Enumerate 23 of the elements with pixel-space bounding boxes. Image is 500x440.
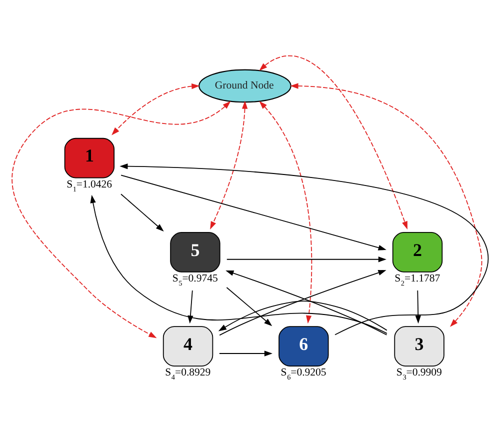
arrow — [259, 56, 408, 230]
arrow — [226, 256, 386, 262]
node-label: S$_{4}$=0.8929 — [165, 366, 211, 382]
arrow — [120, 174, 386, 250]
node-label: S$_{1}$=1.0426 — [66, 178, 112, 194]
arrow — [218, 300, 388, 332]
node-label: S$_{6}$=0.9205 — [280, 366, 326, 382]
arrow — [12, 101, 231, 338]
arrow — [120, 194, 164, 232]
arrow — [218, 350, 272, 356]
node-ellipse: Ground Node — [198, 69, 292, 103]
arrow — [226, 287, 272, 326]
arrow — [210, 100, 248, 230]
node-label: S$_{3}$=0.9909 — [396, 366, 442, 382]
arrow — [259, 101, 312, 324]
arrow — [415, 290, 421, 324]
arrow — [90, 194, 388, 334]
arrow — [120, 164, 489, 336]
node-label: S$_{5}$=0.9745 — [172, 272, 218, 288]
arrow — [290, 83, 482, 327]
node-label: S$_{2}$=1.1787 — [394, 272, 440, 288]
arrow — [188, 290, 194, 324]
arrow — [112, 83, 200, 136]
